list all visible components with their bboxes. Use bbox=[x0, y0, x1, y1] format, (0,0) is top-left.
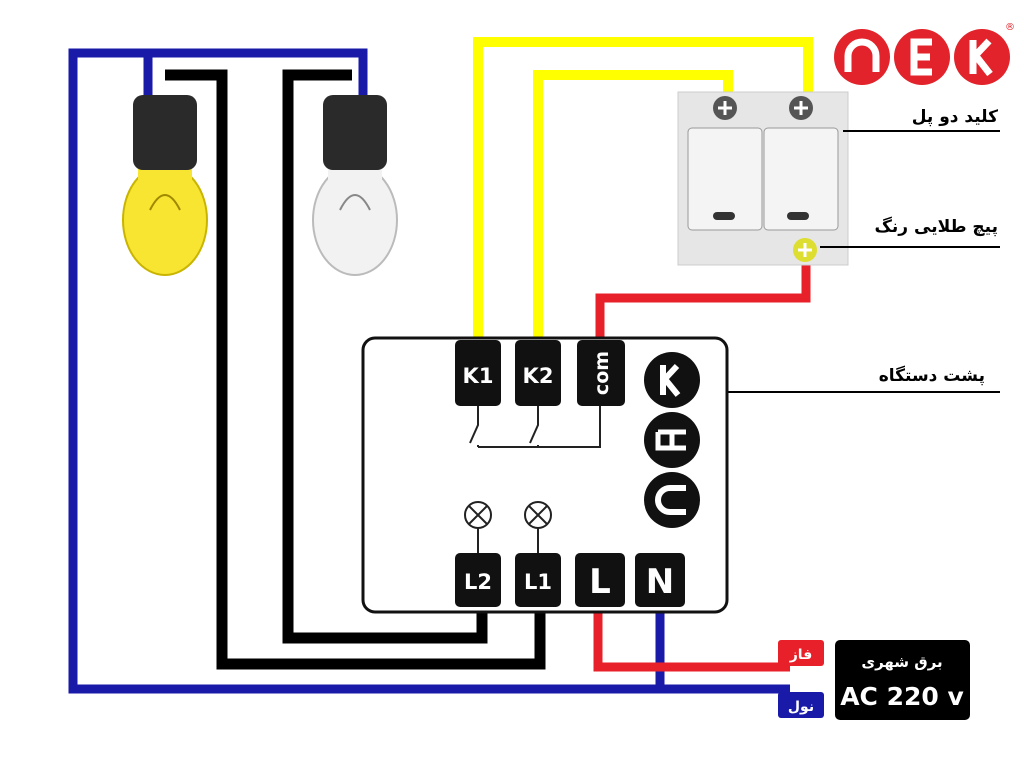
registered-mark: ® bbox=[1005, 22, 1015, 33]
device-logo bbox=[644, 352, 700, 528]
terminal-l1: L1 bbox=[515, 553, 561, 607]
svg-text:L2: L2 bbox=[464, 570, 492, 594]
label-double-switch: کلید دو پل bbox=[912, 107, 998, 127]
power-source: فاز نول برق شهری AC 220 v bbox=[778, 640, 970, 720]
screw-icon bbox=[789, 96, 813, 120]
svg-text:N: N bbox=[646, 562, 674, 602]
terminal-l: L bbox=[575, 553, 625, 607]
terminal-com: com bbox=[577, 340, 625, 406]
double-switch[interactable] bbox=[677, 91, 849, 266]
svg-text:com: com bbox=[591, 351, 613, 395]
terminal-n: N bbox=[635, 553, 685, 607]
neutral-label: نول bbox=[788, 699, 814, 715]
relay-device bbox=[361, 336, 729, 614]
switch-wire-k1 bbox=[473, 37, 813, 345]
svg-text:K1: K1 bbox=[463, 364, 494, 388]
phase-wire bbox=[593, 605, 790, 672]
load-wire-l2 bbox=[282, 69, 488, 644]
screw-icon bbox=[713, 96, 737, 120]
lamp-2 bbox=[312, 95, 398, 276]
gold-screw-icon bbox=[793, 238, 817, 262]
power-title: برق شهری bbox=[861, 653, 942, 671]
neutral-wire bbox=[68, 48, 665, 694]
svg-text:L1: L1 bbox=[524, 570, 552, 594]
common-wire bbox=[595, 250, 811, 345]
lamp-1 bbox=[122, 95, 208, 276]
terminal-l2: L2 bbox=[455, 553, 501, 607]
load-wire-l1 bbox=[165, 69, 546, 670]
svg-text:K2: K2 bbox=[523, 364, 554, 388]
power-voltage: AC 220 v bbox=[840, 682, 964, 711]
label-device-back: پشت دستگاه bbox=[879, 365, 985, 386]
phase-label: فاز bbox=[789, 647, 812, 663]
terminal-k1: K1 bbox=[455, 340, 501, 406]
label-gold-screw: پیچ طلایی رنگ bbox=[875, 216, 999, 237]
svg-text:L: L bbox=[589, 562, 611, 602]
brand-logo: ® bbox=[834, 22, 1015, 85]
terminal-k2: K2 bbox=[515, 340, 561, 406]
switch-wire-k2 bbox=[533, 70, 733, 345]
